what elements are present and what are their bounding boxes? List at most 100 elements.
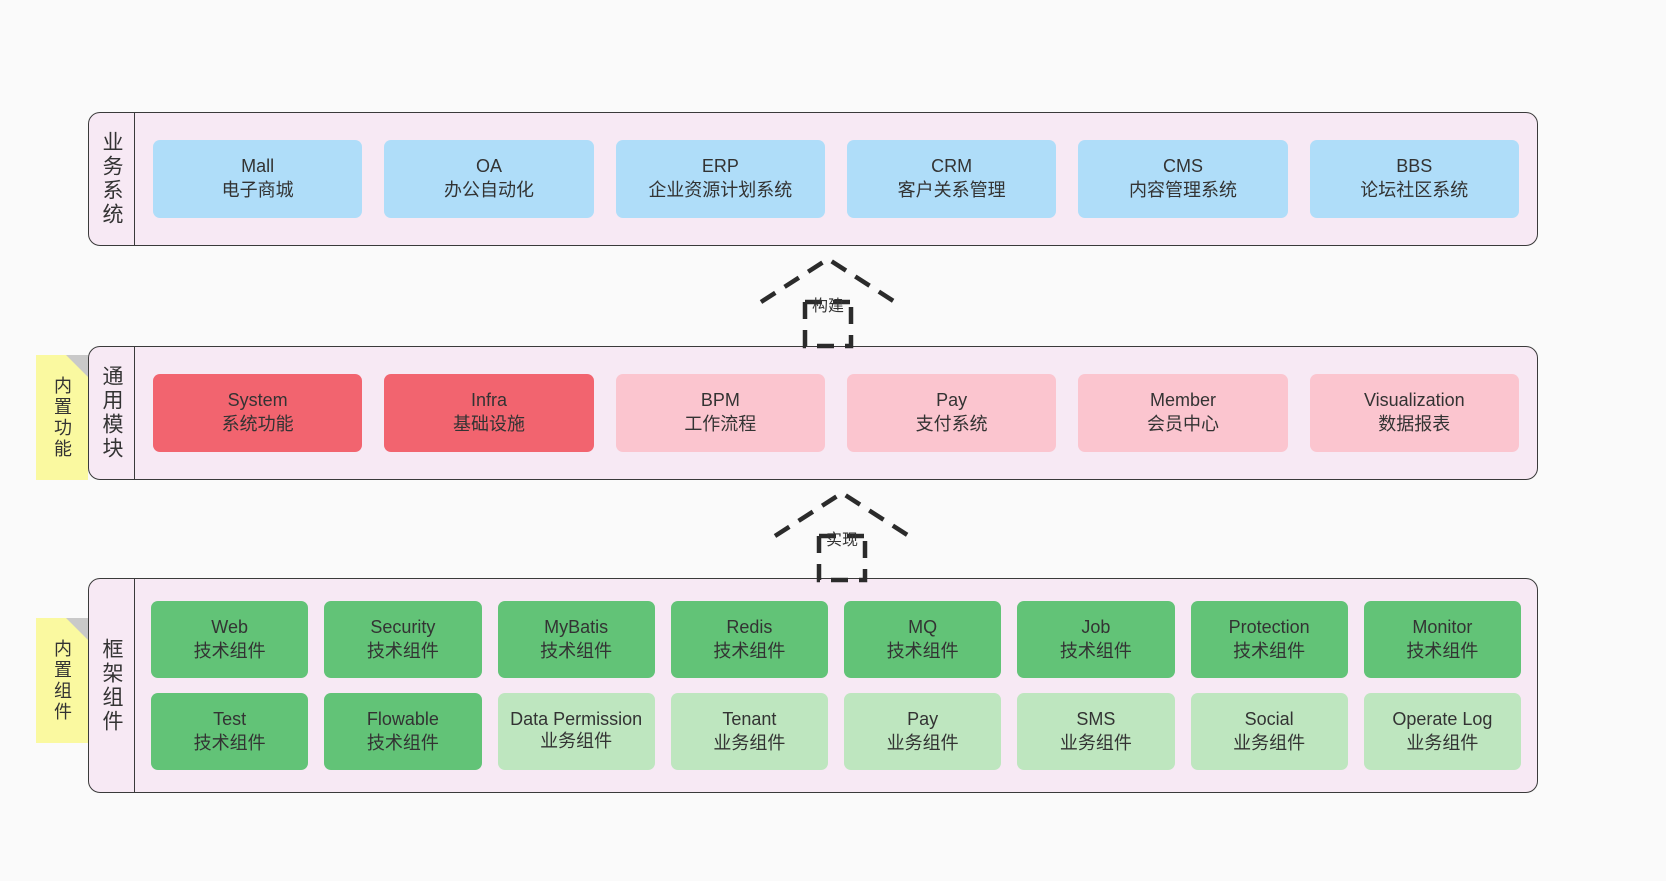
card-pay-module[interactable]: Pay 支付系统 [846,374,1057,452]
card-subtitle: 基础设施 [452,414,525,434]
card-title: SMS [1076,708,1116,729]
note-label: 内置功能 [52,375,72,460]
card-visualization[interactable]: Visualization 数据报表 [1309,374,1519,452]
card-title: Data Permission [510,709,643,730]
card-subtitle: 支付系统 [915,414,988,434]
card-job[interactable]: Job 技术组件 [1017,601,1175,678]
layer-title-text: 业务系统 [100,131,123,227]
layer-body-business-systems: Mall 电子商城 OA 办公自动化 ERP 企业资源计划系统 CRM 客户关系… [135,113,1537,245]
layer-business-systems[interactable]: 业务系统 Mall 电子商城 OA 办公自动化 ERP 企业资源计划系统 CRM [88,112,1538,246]
connector-label-build: 构建 [811,298,845,315]
card-subtitle: 技术组件 [540,640,613,661]
card-title: Pay [907,708,939,729]
note-builtin-features[interactable]: 内置功能 [36,355,88,480]
card-title: Tenant [722,708,777,729]
card-bbs[interactable]: BBS 论坛社区系统 [1309,140,1519,218]
layer-title-text: 框架组件 [100,637,123,734]
card-mq[interactable]: MQ 技术组件 [844,601,1002,678]
card-title: OA [475,156,502,177]
card-title: Web [211,616,248,637]
build-arrow-icon [759,256,897,349]
card-title: Monitor [1412,616,1473,637]
card-row: System 系统功能 Infra 基础设施 BPM 工作流程 Pay 支付系统… [153,374,1519,452]
card-title: Test [213,708,247,729]
card-title: Redis [726,616,773,637]
card-title: MyBatis [544,616,609,637]
card-subtitle: 技术组件 [366,732,439,753]
card-subtitle: 企业资源计划系统 [648,180,793,200]
card-monitor[interactable]: Monitor 技术组件 [1363,601,1521,678]
card-member[interactable]: Member 会员中心 [1078,374,1288,452]
card-subtitle: 业务组件 [886,732,959,753]
card-erp[interactable]: ERP 企业资源计划系统 [615,140,825,218]
card-title: Job [1081,616,1111,637]
note-builtin-components[interactable]: 内置组件 [36,618,88,743]
layer-framework-components[interactable]: 框架组件 Web 技术组件 Security 技术组件 MyBatis 技术组件… [88,578,1538,793]
card-title: System [227,390,288,411]
card-title: Infra [470,390,507,411]
card-title: ERP [701,156,739,177]
card-operate-log[interactable]: Operate Log 业务组件 [1363,693,1521,770]
layer-title-common-modules: 通用模块 [89,347,135,479]
card-web[interactable]: Web 技术组件 [151,601,309,678]
card-system[interactable]: System 系统功能 [153,374,363,452]
card-security[interactable]: Security 技术组件 [324,601,482,678]
note-fold-icon [66,355,88,377]
layer-title-text: 通用模块 [100,365,123,461]
card-cms[interactable]: CMS 内容管理系统 [1078,140,1288,218]
layer-body-common-modules: System 系统功能 Infra 基础设施 BPM 工作流程 Pay 支付系统… [135,347,1537,479]
card-subtitle: 技术组件 [1406,640,1479,661]
note-label: 内置组件 [52,638,72,723]
card-oa[interactable]: OA 办公自动化 [384,140,594,218]
card-redis[interactable]: Redis 技术组件 [670,601,828,678]
card-social[interactable]: Social 业务组件 [1190,693,1348,770]
card-subtitle: 业务组件 [1059,732,1132,753]
card-mall[interactable]: Mall 电子商城 [153,140,363,218]
card-subtitle: 系统功能 [221,414,294,434]
card-subtitle: 客户关系管理 [897,180,1006,200]
card-subtitle: 业务组件 [1406,732,1479,753]
card-title: CRM [931,156,973,177]
card-pay-component[interactable]: Pay 业务组件 [844,693,1002,770]
card-title: BBS [1396,156,1433,177]
card-infra[interactable]: Infra 基础设施 [384,374,594,452]
card-subtitle: 技术组件 [366,640,439,661]
card-title: Social [1244,708,1294,729]
card-row-technical: Web 技术组件 Security 技术组件 MyBatis 技术组件 Redi… [151,601,1521,678]
card-data-permission[interactable]: Data Permission 业务组件 [497,693,655,770]
card-subtitle: 数据报表 [1378,414,1451,434]
card-subtitle: 业务组件 [1233,732,1306,753]
card-title: Flowable [366,708,439,729]
card-tenant[interactable]: Tenant 业务组件 [670,693,828,770]
card-mybatis[interactable]: MyBatis 技术组件 [497,601,655,678]
connector-implement: 实现 [772,490,912,583]
card-bpm[interactable]: BPM 工作流程 [615,374,825,452]
card-protection[interactable]: Protection 技术组件 [1190,601,1348,678]
card-subtitle: 电子商城 [221,180,294,200]
layer-body-framework-components: Web 技术组件 Security 技术组件 MyBatis 技术组件 Redi… [135,579,1537,792]
card-flowable[interactable]: Flowable 技术组件 [324,693,482,770]
card-title: Mall [241,156,275,177]
card-subtitle: 技术组件 [193,640,266,661]
card-title: CMS [1162,156,1203,177]
card-title: Pay [936,390,968,411]
card-subtitle: 业务组件 [713,732,786,753]
card-sms[interactable]: SMS 业务组件 [1017,693,1175,770]
card-subtitle: 技术组件 [1059,640,1132,661]
card-subtitle: 技术组件 [193,732,266,753]
layer-common-modules[interactable]: 通用模块 System 系统功能 Infra 基础设施 BPM 工作流程 Pay [88,346,1538,480]
card-subtitle: 技术组件 [1233,640,1306,661]
card-subtitle: 技术组件 [713,640,786,661]
connector-label-implement: 实现 [825,532,859,549]
card-crm[interactable]: CRM 客户关系管理 [846,140,1057,218]
card-test[interactable]: Test 技术组件 [151,693,309,770]
card-subtitle: 论坛社区系统 [1360,180,1469,200]
card-subtitle: 技术组件 [886,640,959,661]
card-title: Visualization [1363,390,1465,411]
card-title: Operate Log [1392,708,1493,729]
card-subtitle: 内容管理系统 [1128,180,1237,200]
card-row-business: Test 技术组件 Flowable 技术组件 Data Permission … [151,693,1521,770]
connector-build: 构建 [758,256,898,349]
card-title: Member [1149,390,1216,411]
